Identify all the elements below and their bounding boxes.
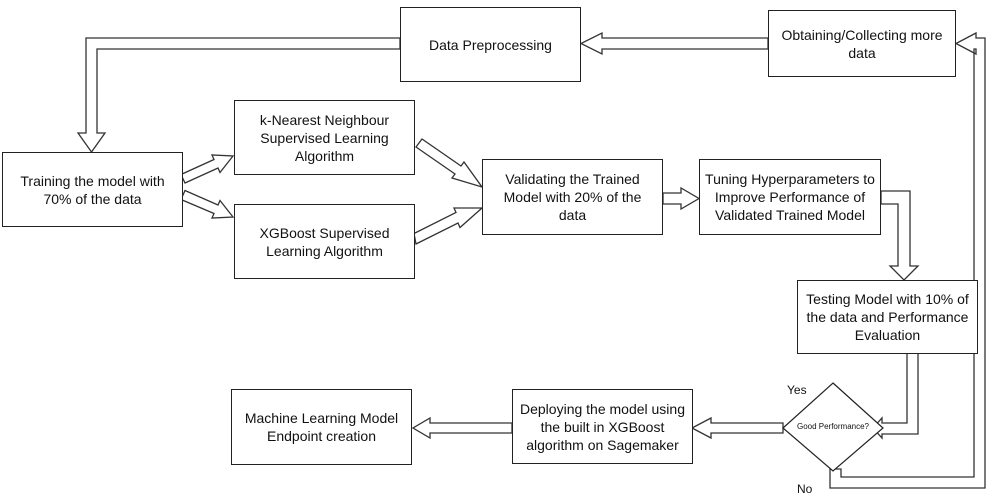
arrow-validating-to-tuning bbox=[662, 186, 701, 211]
xgboost-label: XGBoost Supervised Learning Algorithm bbox=[259, 224, 390, 259]
endpoint-box: Machine Learning Model Endpoint creation bbox=[231, 389, 412, 465]
arrow-decision-to-deploying bbox=[690, 416, 784, 440]
deploying-box: Deploying the model using the built in X… bbox=[512, 389, 693, 464]
validating-label: Validating the Trained Model with 20% of… bbox=[503, 171, 642, 223]
knn-box: k-Nearest Neighbour Supervised Learning … bbox=[234, 100, 415, 175]
data-preprocessing-box: Data Preprocessing bbox=[400, 7, 581, 82]
obtaining-data-label: Obtaining/Collecting more data bbox=[781, 26, 943, 61]
arrow-preprocessing-to-training bbox=[76, 37, 401, 154]
validating-box: Validating the Trained Model with 20% of… bbox=[482, 159, 663, 235]
tuning-label: Tuning Hyperparameters to Improve Perfor… bbox=[705, 171, 875, 223]
arrow-training-to-knn bbox=[180, 154, 235, 184]
xgboost-box: XGBoost Supervised Learning Algorithm bbox=[234, 204, 415, 279]
deploying-label: Deploying the model using the built in X… bbox=[520, 400, 685, 453]
arrow-tuning-to-testing bbox=[880, 190, 920, 281]
no-label: No bbox=[797, 482, 813, 496]
decision-label: Good Performance? bbox=[796, 422, 870, 431]
training-label: Training the model with 70% of the data bbox=[20, 172, 165, 207]
arrow-deploying-to-endpoint bbox=[411, 416, 513, 440]
knn-label: k-Nearest Neighbour Supervised Learning … bbox=[259, 111, 390, 164]
arrow-training-to-xgboost bbox=[180, 189, 235, 219]
yes-label: Yes bbox=[787, 383, 807, 397]
decision-diamond bbox=[782, 382, 884, 472]
arrow-decision-no-loop bbox=[829, 31, 986, 489]
testing-box: Testing Model with 10% of the data and P… bbox=[797, 280, 978, 354]
arrow-knn-to-validating bbox=[415, 138, 484, 189]
arrow-obtaining-to-preprocessing bbox=[579, 31, 769, 56]
arrow-xgboost-to-validating bbox=[413, 207, 484, 245]
tuning-box: Tuning Hyperparameters to Improve Perfor… bbox=[699, 159, 881, 235]
obtaining-data-box: Obtaining/Collecting more data bbox=[768, 10, 956, 77]
data-preprocessing-label: Data Preprocessing bbox=[429, 36, 552, 53]
endpoint-label: Machine Learning Model Endpoint creation bbox=[244, 410, 399, 444]
training-box: Training the model with 70% of the data bbox=[2, 152, 183, 227]
testing-label: Testing Model with 10% of the data and P… bbox=[806, 291, 969, 343]
